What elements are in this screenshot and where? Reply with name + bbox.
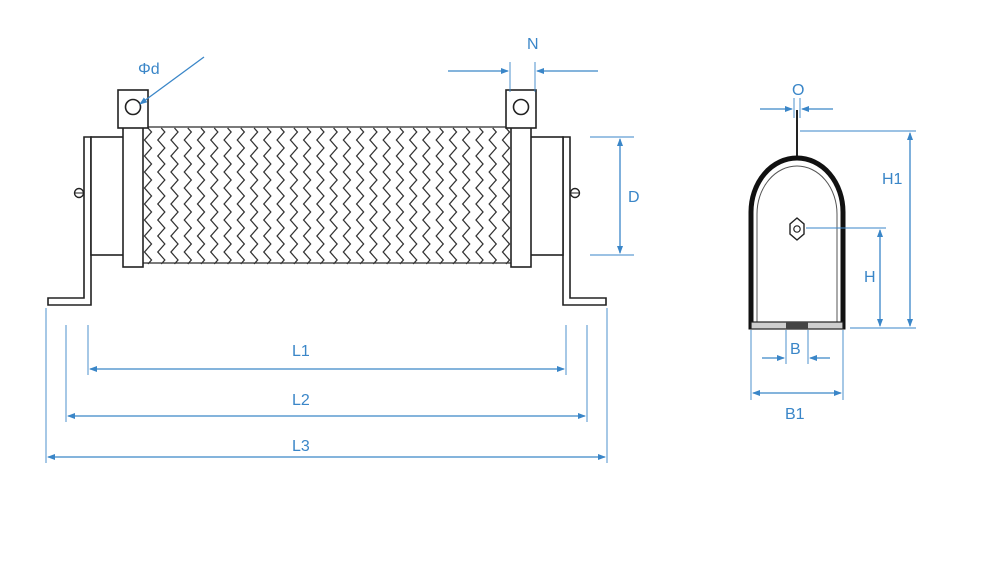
- coil-winding: [501, 127, 511, 265]
- coil-winding: [209, 127, 219, 265]
- b-label: B: [790, 341, 801, 358]
- side-body-outline: [748, 155, 846, 330]
- coil-winding: [475, 127, 484, 265]
- right-end-cap: [527, 136, 564, 256]
- coil-winding: [196, 127, 206, 265]
- coil-winding: [302, 127, 312, 265]
- coil-winding: [316, 127, 325, 265]
- l1-label: L1: [292, 343, 310, 360]
- right-bolt-icon: [569, 187, 581, 199]
- right-terminal-plate: [510, 122, 532, 268]
- coil-winding: [143, 127, 153, 265]
- h1-label: H1: [882, 171, 903, 188]
- coil-winding: [342, 127, 352, 265]
- coil-winding: [262, 127, 272, 265]
- resistor-tube: [125, 126, 529, 264]
- coil-winding: [236, 127, 246, 265]
- coil-winding: [461, 127, 471, 265]
- n-label: N: [527, 36, 539, 53]
- left-end-cap: [90, 136, 129, 256]
- o-label: O: [792, 82, 804, 99]
- left-bracket: [47, 136, 92, 306]
- coil-winding: [223, 127, 232, 265]
- side-view: O H1 H B B1: [748, 82, 916, 423]
- coil-winding: [276, 127, 285, 265]
- right-bracket: [562, 136, 607, 306]
- b1-label: B1: [785, 406, 805, 423]
- d-label: D: [628, 189, 640, 206]
- coil-winding: [183, 127, 193, 265]
- l2-label: L2: [292, 392, 310, 409]
- coil-winding: [488, 127, 498, 265]
- coil-winding: [329, 127, 338, 265]
- coil-winding: [355, 127, 365, 265]
- coil-winding: [408, 127, 418, 265]
- coil-winding: [170, 127, 179, 265]
- coil-winding: [289, 127, 299, 265]
- right-terminal-lug: [505, 89, 537, 129]
- side-nut-icon: [789, 217, 805, 241]
- left-terminal-plate: [122, 122, 144, 268]
- coil-winding: [448, 127, 458, 265]
- coil-winding: [369, 127, 378, 265]
- l3-label: L3: [292, 438, 310, 455]
- h-label: H: [864, 269, 876, 286]
- front-view: Φd N D L1 L2 L3: [45, 36, 640, 463]
- phi-d-leader: [139, 56, 205, 105]
- coil-winding: [395, 127, 405, 265]
- coil-winding: [382, 127, 392, 265]
- left-bolt-icon: [73, 187, 85, 199]
- phi-d-label: Φd: [138, 61, 160, 78]
- coil-winding: [249, 127, 259, 265]
- wire-coil: [143, 127, 511, 265]
- coil-winding: [422, 127, 431, 265]
- coil-winding: [156, 127, 166, 265]
- coil-winding: [435, 127, 445, 265]
- left-terminal-lug: [117, 89, 149, 129]
